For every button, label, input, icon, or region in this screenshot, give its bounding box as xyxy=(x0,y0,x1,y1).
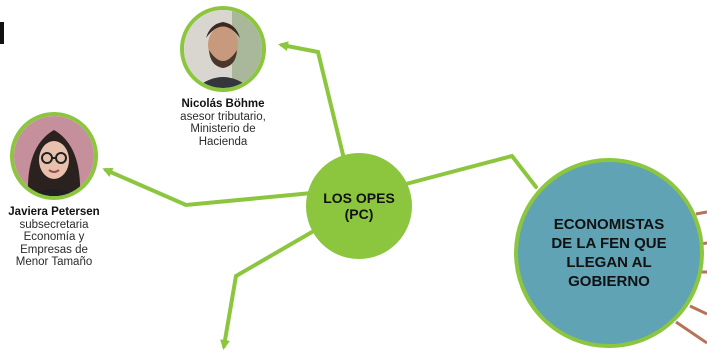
portrait-photo-javiera xyxy=(10,112,98,200)
person-role-line: Ministerio de xyxy=(190,123,256,135)
left-edge-mark xyxy=(0,22,4,44)
main-node-economistas: ECONOMISTAS DE LA FEN QUE LLEGAN AL GOBI… xyxy=(514,158,704,348)
person-name: Nicolás Böhme xyxy=(181,98,265,110)
center-node-line: LOS OPES xyxy=(323,190,395,206)
edge-to-javiera xyxy=(102,167,314,208)
person-role-line: subsecretaria xyxy=(19,218,89,231)
person-name: Javiera Petersen xyxy=(8,206,100,218)
edge-to-nicolas xyxy=(278,41,347,165)
person-role-line: Economía y xyxy=(23,231,85,243)
person-role-line: Menor Tamaño xyxy=(15,256,93,268)
main-node-line: GOBIERNO xyxy=(568,273,650,290)
person-role-line: asesor tributario, xyxy=(180,110,266,123)
main-node-line: LLEGAN AL xyxy=(566,254,652,271)
main-node-line: ECONOMISTAS xyxy=(553,216,665,233)
edge-to-main xyxy=(400,153,538,189)
person-javiera: Javiera Petersen subsecretaria Economía … xyxy=(0,206,108,269)
person-role-line: Empresas de xyxy=(20,243,88,256)
main-node-line: DE LA FEN QUE xyxy=(551,235,667,252)
person-nicolas: Nicolás Böhme asesor tributario, Ministe… xyxy=(164,98,282,148)
center-node-line: (PC) xyxy=(344,206,374,222)
person-role-line: Hacienda xyxy=(198,135,248,148)
edge-down xyxy=(220,230,314,350)
portrait-photo-nicolas xyxy=(180,6,266,92)
center-node-los-opes: LOS OPES (PC) xyxy=(306,153,412,259)
